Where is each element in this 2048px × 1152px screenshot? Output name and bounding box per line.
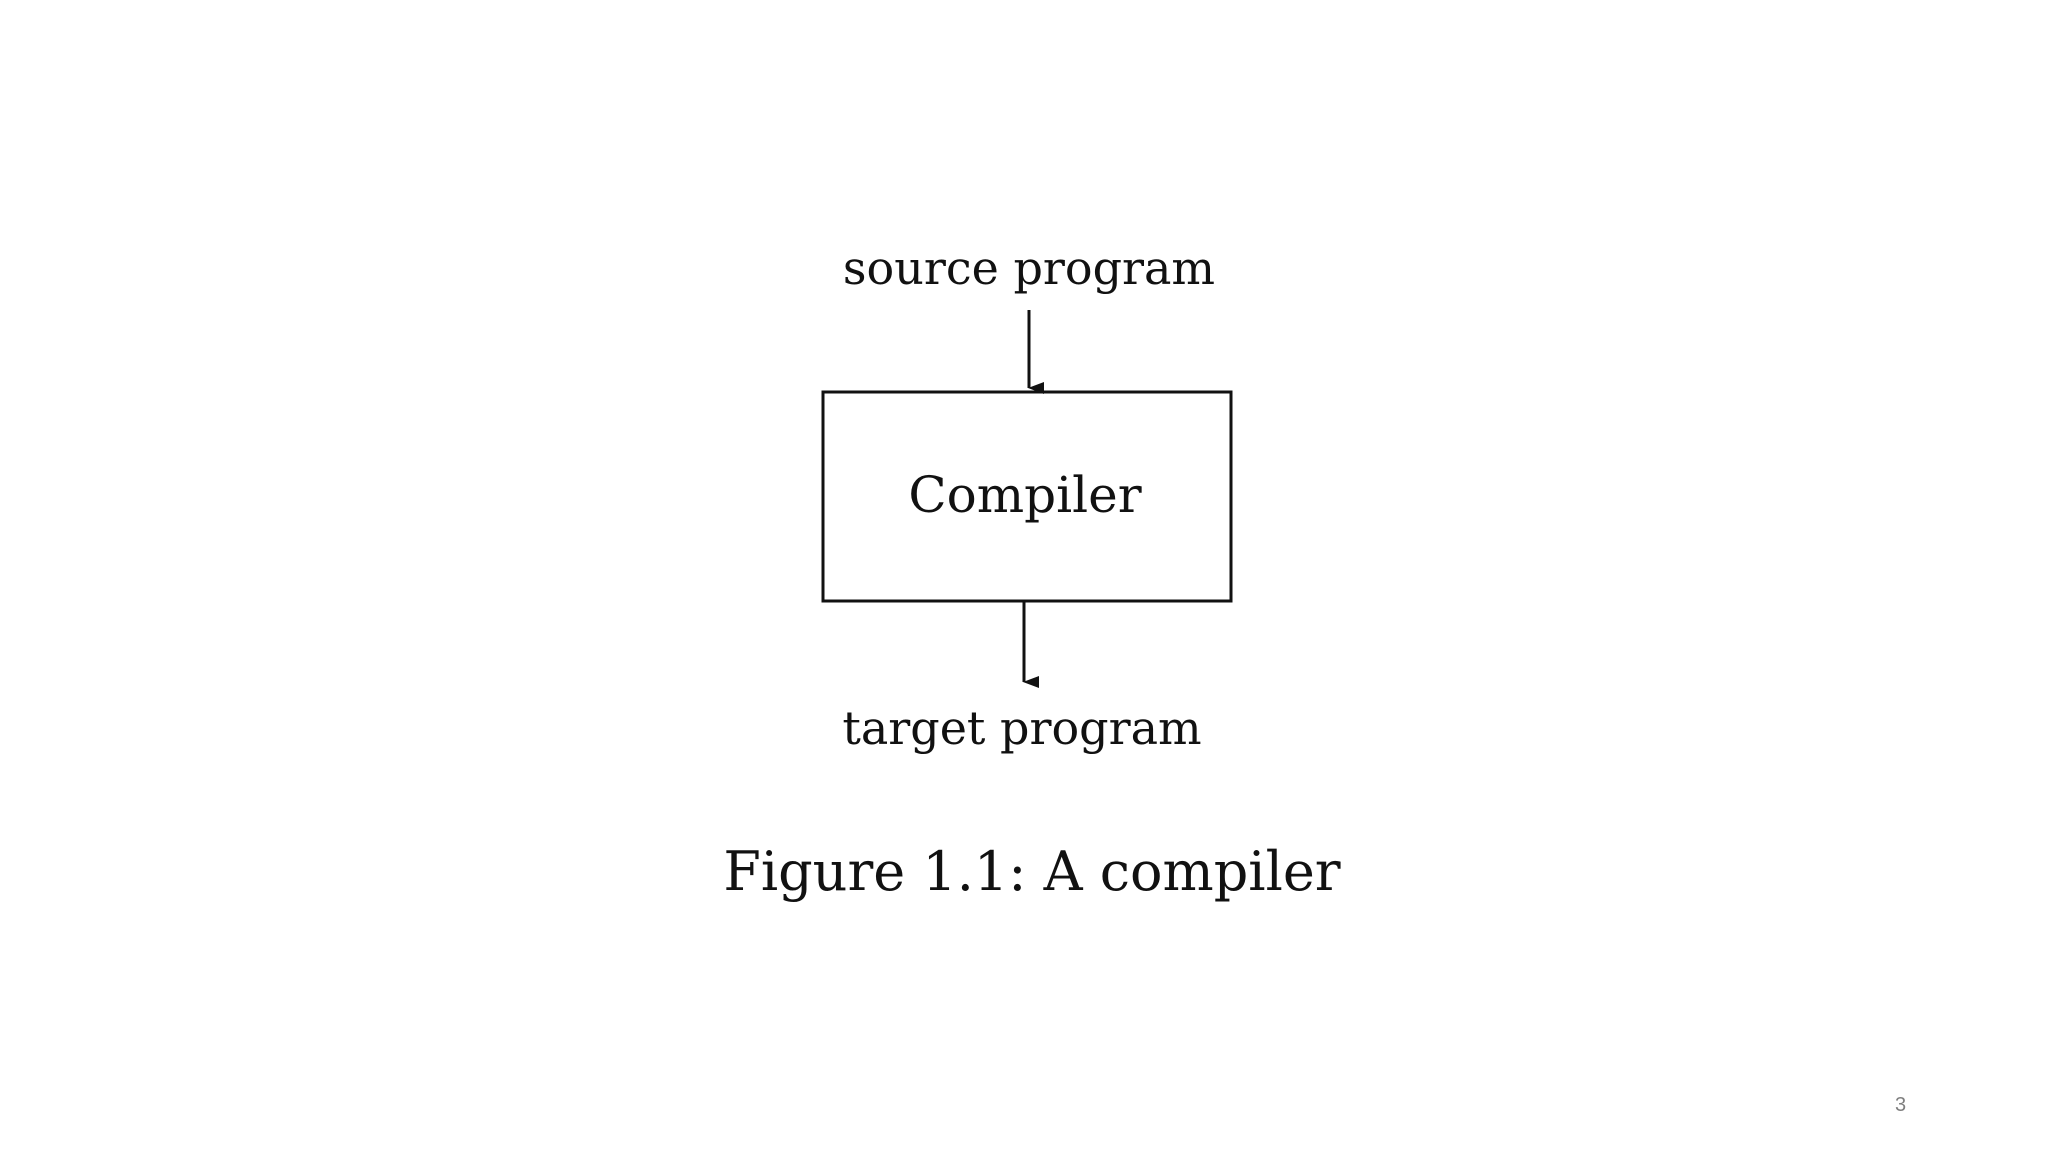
- page-number: 3: [1895, 1094, 1907, 1116]
- compiler-box: [821, 390, 1233, 603]
- compiler-label: Compiler: [908, 466, 1141, 524]
- figure-caption: Figure 1.1: A compiler: [723, 840, 1340, 903]
- target-program-label: target program: [842, 701, 1201, 755]
- source-program-label: source program: [843, 241, 1215, 295]
